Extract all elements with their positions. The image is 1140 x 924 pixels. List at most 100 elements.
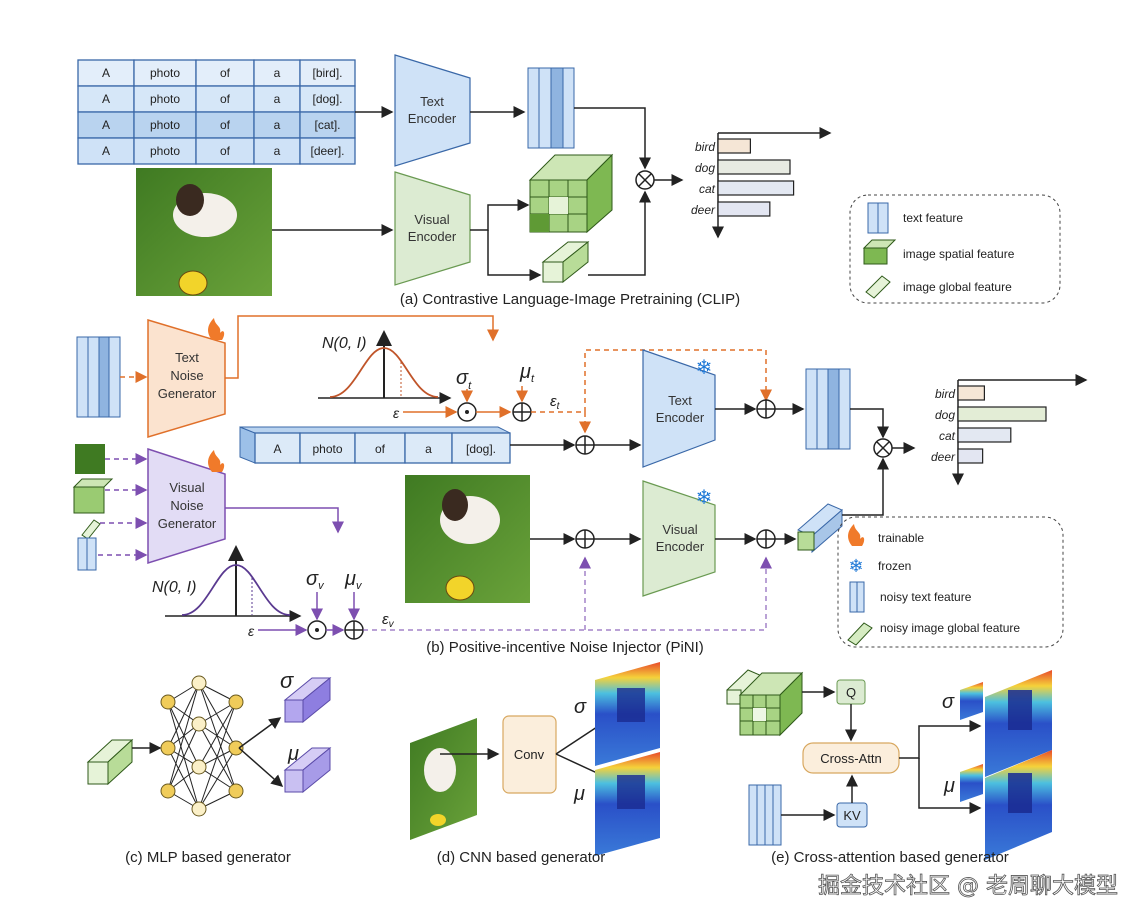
text-encoder-a-label-1: Text <box>420 94 444 109</box>
text-noise-generator <box>147 318 226 439</box>
score-bar <box>717 180 795 196</box>
mlp-edge <box>167 701 200 768</box>
visual-encoder-a-label-1: Visual <box>414 212 449 227</box>
caption-a: (a) Contrastive Language-Image Pretraini… <box>400 291 740 308</box>
visual-encoder-a-label-2: Encoder <box>408 229 457 244</box>
prompt-cell-text: [dog]. <box>312 92 342 106</box>
prompt-cell <box>133 137 197 165</box>
mlp-mu-label: μ <box>287 743 299 765</box>
visual-noise-inputs <box>72 444 148 571</box>
gaussian-label-v: N(0, I) <box>152 579 196 596</box>
section-b-pini: Text Noise Generator N(0, I) ε σt μt εt … <box>72 315 1088 656</box>
score-label: bird <box>695 140 715 154</box>
score-bar <box>717 159 791 175</box>
legend-noisy-text: noisy text feature <box>880 590 972 604</box>
text-encoder-b-label-2: Encoder <box>656 410 705 425</box>
prompt-cell <box>77 59 135 87</box>
mlp-node <box>191 801 207 817</box>
mlp-node <box>228 694 244 710</box>
legend-a: text feature image spatial feature image… <box>849 194 1061 304</box>
prompt-cell-text: [dog]. <box>466 442 496 456</box>
tng-label-3: Generator <box>158 386 217 401</box>
caption-e: (e) Cross-attention based generator <box>771 849 1009 866</box>
noisy-text-feature-b <box>805 368 851 450</box>
caption-b: (b) Positive-incentive Noise Injector (P… <box>426 639 704 656</box>
vng-label-1: Visual <box>169 480 204 495</box>
mlp-node <box>191 759 207 775</box>
ca-mu-label: μ <box>943 775 955 797</box>
mlp-node <box>160 740 176 756</box>
score-bar <box>717 201 771 217</box>
mlp-edge <box>167 701 200 810</box>
mu-v: μv <box>344 568 363 592</box>
text-feature-input-small <box>77 537 97 571</box>
trainable-flame-icon-2 <box>208 450 225 472</box>
frozen-snowflake-icon: ❄ <box>696 357 713 379</box>
global-feature-legend-icon <box>865 275 891 299</box>
epsilon-t-noise: εt <box>550 393 561 412</box>
visual-noise-generator <box>147 447 226 565</box>
mlp-edge <box>167 723 200 792</box>
prompt-cell-text: [bird]. <box>312 66 342 80</box>
text-feature-legend-icon <box>867 202 889 234</box>
prompt-cell-text: a <box>274 144 281 158</box>
legend-frozen-icon: ❄ <box>848 556 863 576</box>
text-feature-input-b <box>76 336 121 418</box>
prompt-cell <box>253 137 301 165</box>
mlp-node <box>160 783 176 799</box>
visual-encoder-b <box>642 480 716 597</box>
text-encoder-a-label-2: Encoder <box>408 111 457 126</box>
prompt-cell <box>299 137 356 165</box>
image-spatial-feature-a <box>528 153 614 234</box>
score-bar <box>957 406 1047 422</box>
cnn-mu-label: μ <box>573 783 585 805</box>
mlp-node <box>228 740 244 756</box>
watermark: 掘金技术社区 @ 老周聊大模型 <box>818 874 1118 899</box>
ca-text-feature <box>748 784 782 846</box>
prompt-cell <box>133 111 197 139</box>
text-encoder-b <box>642 349 716 468</box>
mlp-input-feature <box>86 738 134 786</box>
q-label: Q <box>846 685 856 700</box>
mlp-edge <box>198 682 237 749</box>
oplus-visual-input <box>575 529 595 549</box>
mlp-edge <box>198 701 237 768</box>
score-label: deer <box>931 450 956 464</box>
prompt-cell-text: A <box>102 92 110 106</box>
text-encoder-b-label-1: Text <box>668 393 692 408</box>
oplus-visual-output <box>756 529 776 549</box>
legend-noisy-text-icon <box>849 581 865 613</box>
caption-c: (c) MLP based generator <box>125 849 291 866</box>
legend-text-feature: text feature <box>903 211 963 225</box>
caption-d: (d) CNN based generator <box>437 849 605 866</box>
score-label: dog <box>935 408 955 422</box>
spatial-feature-input <box>72 478 114 514</box>
odot-v <box>307 620 327 640</box>
prompt-cell <box>77 137 135 165</box>
section-c-mlp: σ μ (c) MLP based generator <box>86 668 332 866</box>
mlp-mu-output <box>283 746 332 794</box>
score-label: bird <box>935 387 955 401</box>
tng-label-2: Noise <box>170 368 203 383</box>
text-encoder-a <box>394 54 471 167</box>
ca-sigma-small-map <box>960 682 983 720</box>
gaussian-label-t: N(0, I) <box>322 335 366 352</box>
trainable-flame-icon <box>208 318 225 340</box>
legend-b: trainable ❄ frozen noisy text feature no… <box>837 516 1064 648</box>
text-feature-a <box>527 67 575 149</box>
prompt-cell-text: photo <box>150 92 180 106</box>
prompt-cell-text: photo <box>150 144 180 158</box>
visual-encoder-b-label-1: Visual <box>662 522 697 537</box>
prompt-cell-text: A <box>102 66 110 80</box>
sigma-t: σt <box>456 367 472 392</box>
noisy-image-global-feature-b <box>797 503 843 554</box>
prompt-cell <box>253 111 301 139</box>
oplus-v <box>344 620 364 640</box>
epsilon-v: ε <box>248 623 255 639</box>
tng-label-1: Text <box>175 350 199 365</box>
mlp-node <box>160 694 176 710</box>
mlp-edge <box>167 682 200 792</box>
vng-label-2: Noise <box>170 498 203 513</box>
